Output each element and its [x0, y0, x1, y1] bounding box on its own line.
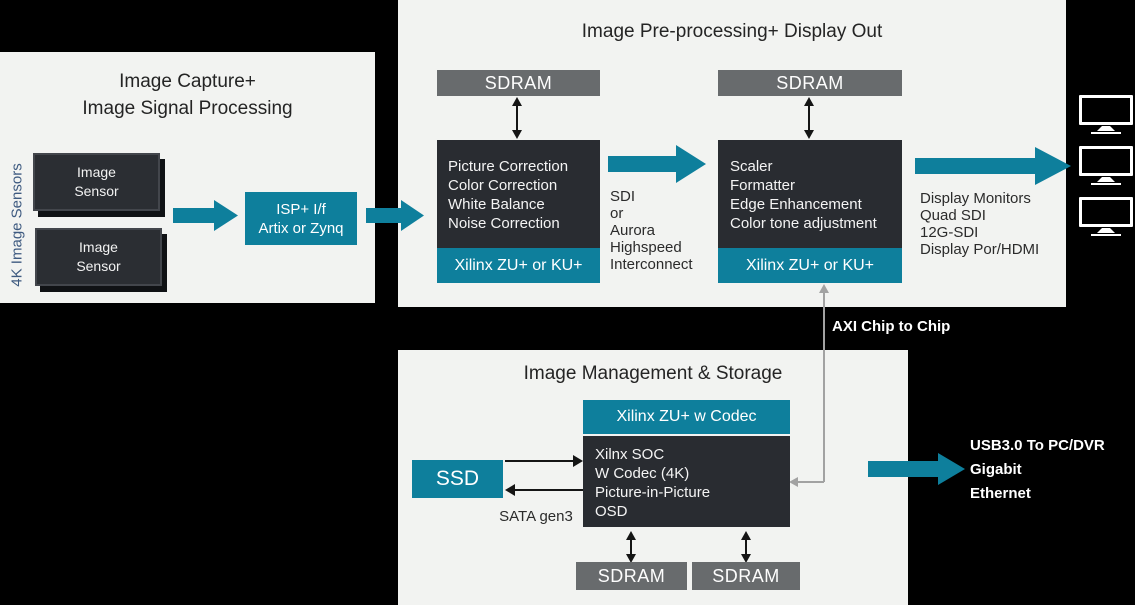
flow-arrow-isp-to-preprocessing — [366, 200, 424, 231]
flow-arrow-to-monitors — [915, 147, 1071, 185]
flow-arrow-usb-out — [868, 453, 965, 485]
image-sensor-box-2: Image Sensor — [35, 228, 162, 286]
arrow-soc-to-ssd — [505, 484, 583, 496]
monitor-icon — [1078, 95, 1134, 134]
double-arrow-soc-sdram-left — [625, 531, 637, 563]
preprocessing-box-2-functions: Scaler Formatter Edge Enhancement Color … — [730, 158, 877, 232]
monitor-icon — [1078, 146, 1134, 185]
axi-chip-to-chip-label: AXI Chip to Chip — [832, 318, 951, 335]
storage-soc-functions: Xilnx SOC W Codec (4K) Picture-in-Pictur… — [595, 446, 711, 520]
sdram-box-top-left: SDRAM — [437, 70, 600, 96]
display-output-note: Display Monitors Quad SDI 12G-SDI Displa… — [920, 190, 1040, 258]
monitor-icon — [1078, 197, 1134, 236]
sdram-box-top-right: SDRAM — [718, 70, 902, 96]
double-arrow-sdram-box2 — [803, 97, 815, 139]
axi-connector-vertical — [823, 292, 825, 482]
sata-label: SATA gen3 — [499, 508, 573, 525]
double-arrow-soc-sdram-right — [740, 531, 752, 563]
arrow-ssd-to-soc — [505, 455, 583, 467]
preprocessing-box-2: Scaler Formatter Edge Enhancement Color … — [718, 140, 902, 283]
flow-arrow-box1-to-box2 — [608, 145, 706, 183]
isp-box: ISP+ I/f Artix or Zynq — [245, 192, 357, 245]
axi-connector-arrow-left — [789, 477, 798, 487]
preprocessing-title: Image Pre-processing+ Display Out — [581, 21, 883, 42]
double-arrow-sdram-box1 — [511, 97, 523, 139]
preprocessing-box-1-chip-label: Xilinx ZU+ or KU+ — [437, 248, 600, 283]
capture-title: Image Capture+ Image Signal Processing — [82, 71, 293, 119]
storage-chip-header: Xilinx ZU+ w Codec — [583, 400, 790, 434]
storage-soc-box: Xilnx SOC W Codec (4K) Picture-in-Pictur… — [583, 436, 790, 527]
usb-ethernet-note: USB3.0 To PC/DVR Gigabit Ethernet — [970, 437, 1105, 502]
preprocessing-box-1-functions: Picture Correction Color Correction Whit… — [448, 158, 569, 232]
preprocessing-box-1: Picture Correction Color Correction Whit… — [437, 140, 600, 283]
storage-title: Image Management & Storage — [523, 363, 783, 384]
image-sensor-box-1: Image Sensor — [33, 153, 160, 211]
interconnect-note: SDI or Aurora Highspeed Interconnect — [610, 188, 693, 273]
flow-arrow-sensors-to-isp — [173, 200, 238, 231]
ssd-box: SSD — [412, 460, 503, 498]
preprocessing-box-2-chip-label: Xilinx ZU+ or KU+ — [718, 248, 902, 283]
side-label-4k-image-sensors: 4K Image Sensors — [8, 163, 26, 287]
sdram-box-bottom-right: SDRAM — [692, 562, 800, 590]
sdram-box-bottom-left: SDRAM — [576, 562, 687, 590]
axi-connector-horizontal — [797, 481, 824, 483]
axi-connector-arrow-up — [819, 284, 829, 293]
